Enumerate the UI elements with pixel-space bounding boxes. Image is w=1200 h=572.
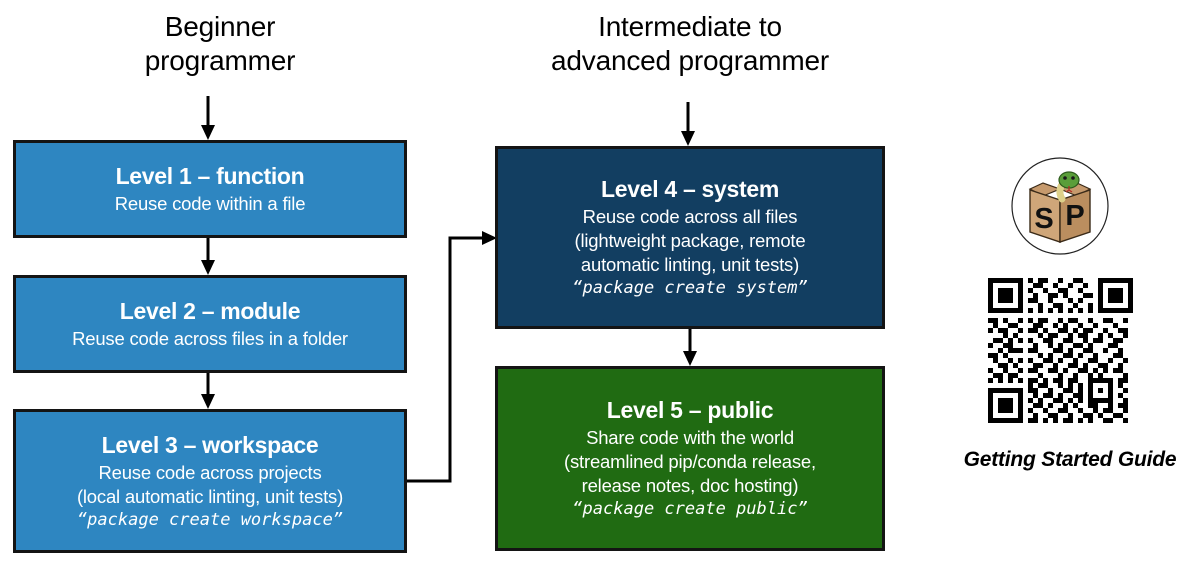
heading-advanced-line2: advanced programmer [551,45,829,77]
heading-beginner-line2: programmer [144,45,296,77]
arrow-advanced-to-level4 [681,102,695,146]
arrow-level4-to-level5 [683,329,697,366]
box-level-1-function[interactable]: Level 1 – function Reuse code within a f… [13,140,407,238]
box-level-5-public[interactable]: Level 5 – public Share code with the wor… [495,366,885,551]
box-title: Level 1 – function [115,163,305,190]
snake-in-box-logo: S P [1010,156,1110,256]
box-level-2-module[interactable]: Level 2 – module Reuse code across files… [13,275,407,373]
svg-text:S: S [1034,203,1053,235]
box-command: “package create public” [572,499,808,520]
heading-beginner-line1: Beginner [164,11,276,42]
heading-advanced-line1: Intermediate to [598,11,782,42]
box-line: release notes, doc hosting) [581,475,799,497]
getting-started-guide-caption: Getting Started Guide [963,448,1177,471]
box-line: Share code with the world [586,427,794,449]
arrow-level2-to-level3 [201,373,215,409]
box-line: Reuse code within a file [114,192,306,214]
arrow-beginner-to-level1 [201,96,215,140]
qr-code[interactable] [988,278,1133,423]
arrow-level3-to-level4 [407,231,497,483]
box-line: automatic linting, unit tests) [580,254,800,276]
arrow-level1-to-level2 [201,238,215,275]
box-level-4-system[interactable]: Level 4 – system Reuse code across all f… [495,146,885,329]
box-command: “package create workspace” [76,509,344,530]
box-title: Level 4 – system [600,176,780,203]
box-line: (streamlined pip/conda release, [564,451,816,473]
box-title: Level 2 – module [119,298,301,325]
box-level-3-workspace[interactable]: Level 3 – workspace Reuse code across pr… [13,409,407,553]
box-command: “package create system” [572,278,808,299]
qr-code-image [988,278,1133,423]
box-title: Level 5 – public [606,397,774,424]
box-line: (local automatic linting, unit tests) [76,485,344,507]
box-title: Level 3 – workspace [101,431,319,458]
svg-text:P: P [1065,200,1084,232]
heading-advanced-programmer: Intermediate to advanced programmer [530,10,850,78]
box-line: Reuse code across files in a folder [72,327,348,349]
box-line: Reuse code across projects [98,461,322,483]
heading-beginner-programmer: Beginner programmer [60,10,380,78]
snake-in-box-icon: S P [1011,157,1109,255]
box-line: (lightweight package, remote [574,230,806,252]
box-line: Reuse code across all files [582,206,798,228]
